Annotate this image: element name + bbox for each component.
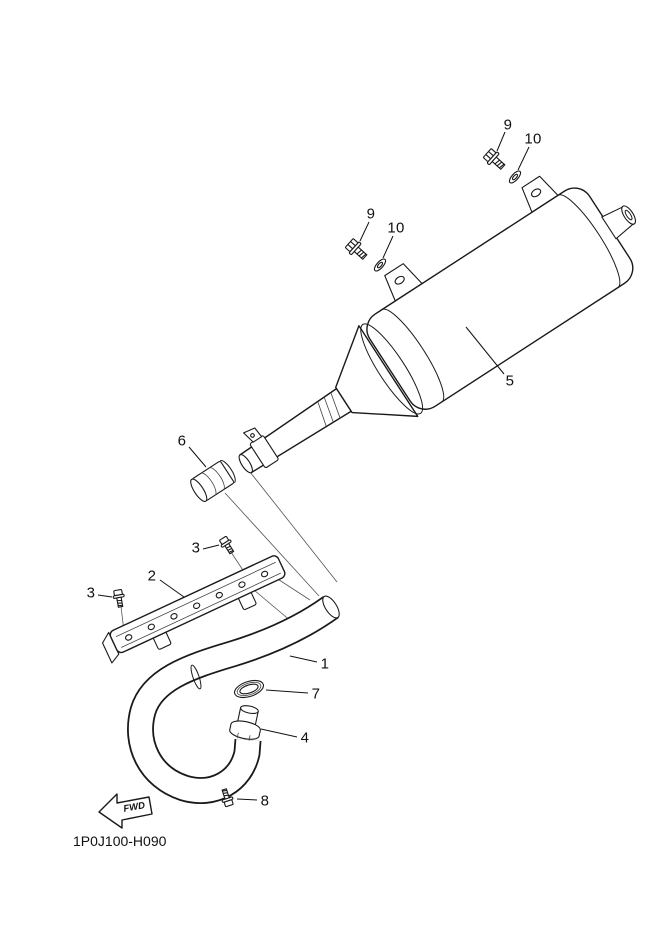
shield-screw-right-icon bbox=[217, 534, 237, 557]
callout-4: 4 bbox=[300, 729, 310, 747]
muffler-tail-tip bbox=[601, 205, 637, 240]
fwd-arrow: FWD bbox=[98, 793, 153, 829]
callout-10-upper: 10 bbox=[524, 130, 542, 148]
pipe-clamp bbox=[243, 427, 279, 468]
callout-7: 7 bbox=[311, 685, 321, 703]
callout-3-left: 3 bbox=[86, 584, 96, 602]
shield-screw-left-icon bbox=[111, 588, 127, 609]
callout-2: 2 bbox=[147, 567, 157, 585]
callout-3-right: 3 bbox=[191, 539, 201, 557]
bolt-lower-icon bbox=[343, 236, 371, 264]
muffler-silencer bbox=[238, 175, 637, 474]
exhaust-gasket bbox=[233, 679, 265, 699]
fwd-label: FWD bbox=[123, 800, 146, 815]
heat-shield bbox=[102, 555, 286, 664]
heat-shield-holes bbox=[125, 570, 269, 641]
callout-9-upper: 9 bbox=[503, 116, 513, 134]
exhaust-flange-joint bbox=[229, 705, 261, 741]
callout-6: 6 bbox=[177, 432, 187, 450]
exhaust-header-pipe bbox=[127, 595, 340, 804]
muffler-body bbox=[366, 187, 634, 410]
callout-10-lower: 10 bbox=[387, 219, 405, 237]
callout-1: 1 bbox=[320, 655, 330, 673]
callout-5: 5 bbox=[505, 372, 515, 390]
leader-lines bbox=[97, 131, 530, 801]
muffler-front-cone bbox=[335, 325, 419, 418]
washer-upper-icon bbox=[507, 168, 523, 186]
callout-8: 8 bbox=[260, 792, 270, 810]
joint-sleeve bbox=[190, 460, 236, 502]
bolt-upper-icon bbox=[481, 146, 509, 174]
washer-lower-icon bbox=[372, 256, 388, 274]
callout-9-lower: 9 bbox=[366, 205, 376, 223]
diagram-code: 1P0J100-H090 bbox=[73, 833, 167, 849]
